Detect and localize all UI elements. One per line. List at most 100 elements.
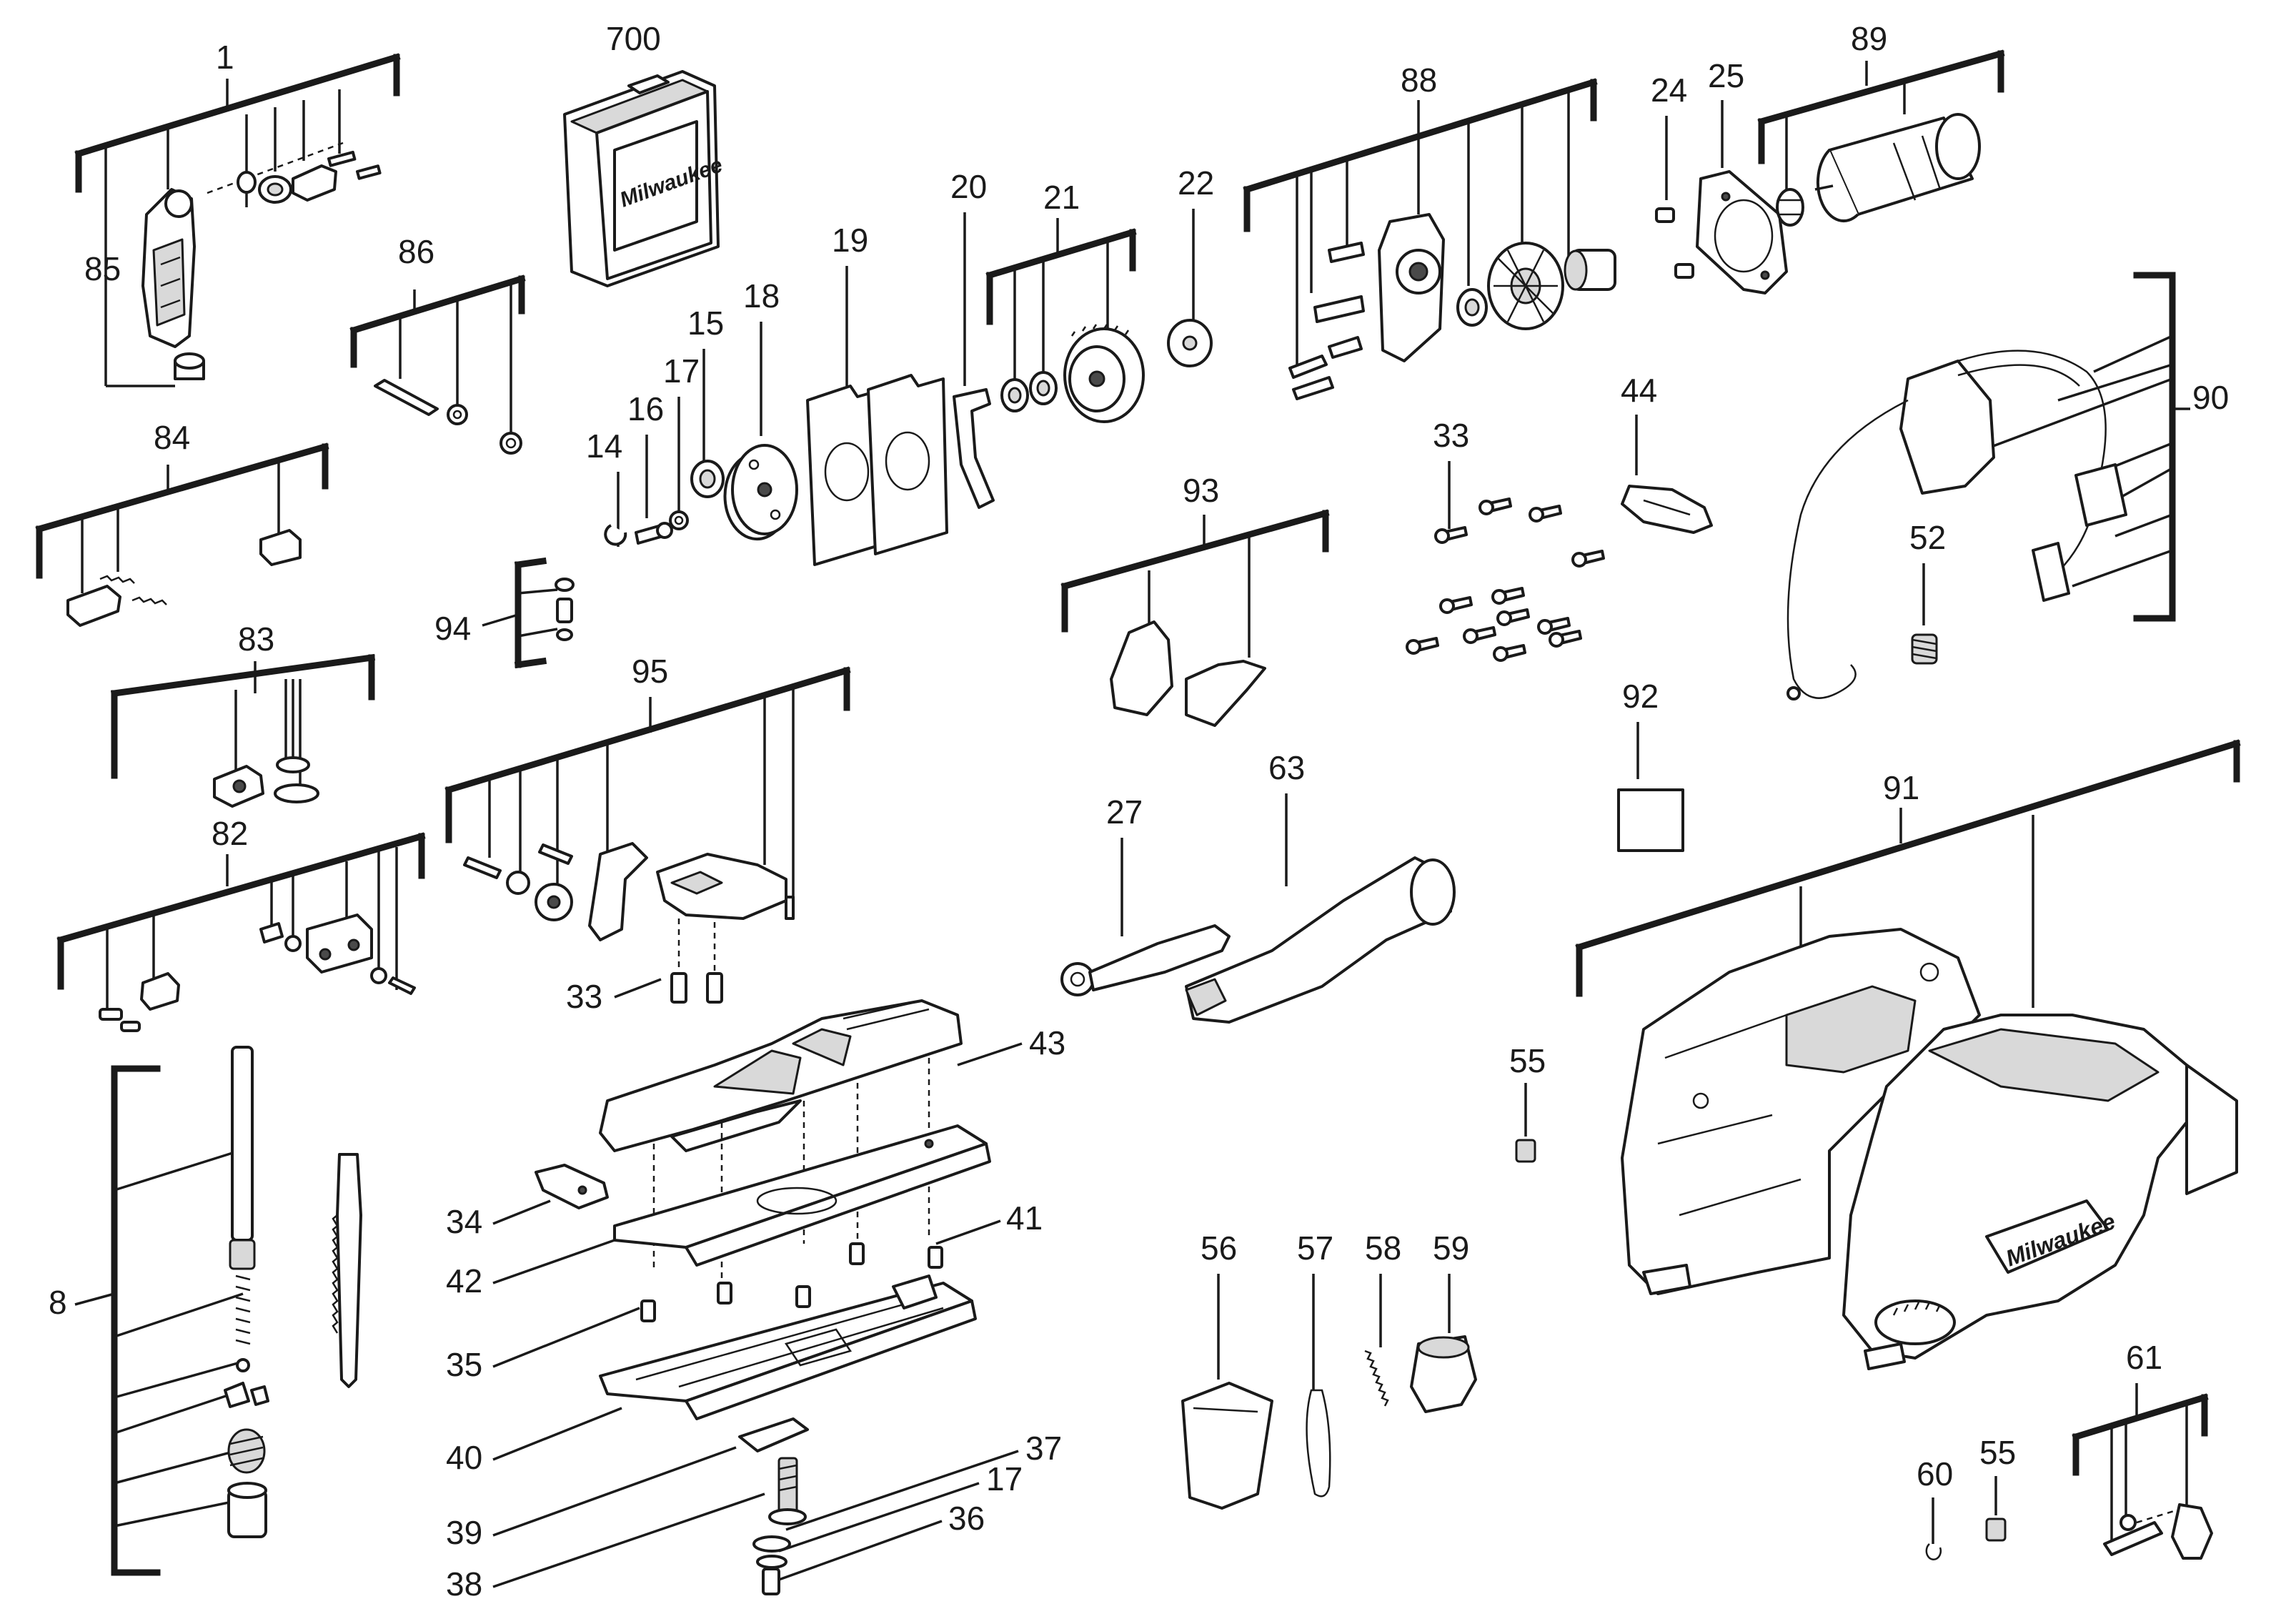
part-90-switch-wiring xyxy=(1786,350,2127,700)
part-15-bushing xyxy=(690,460,725,498)
callout-44: 44 xyxy=(1621,372,1657,409)
part-17-washer-bottom xyxy=(752,1535,791,1553)
callout-15: 15 xyxy=(687,304,724,342)
part-55-screw-left xyxy=(1515,1139,1536,1163)
callout-34: 34 xyxy=(446,1203,482,1240)
group-bracket-91 xyxy=(1575,739,2241,1008)
callout-85: 85 xyxy=(84,250,121,287)
group-bracket-8 xyxy=(74,1065,244,1576)
part-85-spacer xyxy=(174,352,205,380)
part-91-right-housing: Milwaukee xyxy=(1842,1014,2238,1370)
part-83-lever-washers xyxy=(213,756,319,808)
callout-35: 35 xyxy=(446,1346,482,1383)
part-57-wire-clip xyxy=(1306,1389,1331,1497)
part-18-counterweight-disc xyxy=(723,444,798,541)
part-42-shoe-plate xyxy=(613,1124,991,1267)
group-bracket-1 xyxy=(74,53,401,387)
part-89-motor xyxy=(1776,113,1981,227)
part-55-screw-right xyxy=(1985,1517,2007,1542)
callout-33-mid: 33 xyxy=(566,978,602,1015)
callout-82: 82 xyxy=(212,815,248,852)
callout-18: 18 xyxy=(743,277,780,315)
callout-700: 700 xyxy=(606,20,661,57)
callout-40: 40 xyxy=(446,1439,482,1476)
callout-84: 84 xyxy=(154,419,190,456)
callout-61: 61 xyxy=(2126,1339,2162,1376)
group-bracket-88 xyxy=(1243,78,1598,372)
callout-8: 8 xyxy=(49,1284,67,1321)
callout-89: 89 xyxy=(1851,20,1887,57)
part-85-blade-clamp-housing xyxy=(141,188,196,348)
part-16-screw xyxy=(635,522,673,545)
group-bracket-82 xyxy=(56,832,426,1015)
part-20-spring-clip xyxy=(953,388,995,509)
part-21-bearings-gear xyxy=(1000,324,1145,423)
part-82-roller-guide xyxy=(99,914,416,1032)
group-bracket-61 xyxy=(2072,1383,2209,1544)
callout-20: 20 xyxy=(950,168,987,205)
group-bracket-89 xyxy=(1757,49,2005,193)
part-84-plate-springs xyxy=(66,529,302,627)
group-bracket-84 xyxy=(35,442,329,593)
leader-lines xyxy=(492,100,1997,1588)
part-38-screw xyxy=(762,1568,780,1595)
part-58-spring xyxy=(1364,1350,1389,1407)
part-19-guide-plates xyxy=(806,374,948,566)
callout-27: 27 xyxy=(1106,793,1143,831)
part-33-screws-top xyxy=(1406,497,1605,662)
part-25-motor-plate xyxy=(1696,170,1788,294)
group-bracket-21 xyxy=(985,218,1137,386)
callout-labels: 1 700 85 86 84 83 82 94 95 14 16 17 15 1… xyxy=(49,20,2229,1603)
callout-91: 91 xyxy=(1883,769,1919,806)
callout-86: 86 xyxy=(398,233,434,270)
part-39-shoe-clamp xyxy=(738,1417,809,1452)
callout-83: 83 xyxy=(238,620,274,658)
callout-21: 21 xyxy=(1043,179,1080,216)
part-86-pin-washers xyxy=(374,379,522,455)
callout-93: 93 xyxy=(1183,472,1219,509)
callout-90: 90 xyxy=(2192,379,2229,416)
callout-22: 22 xyxy=(1178,164,1214,202)
part-14-retaining-ring xyxy=(604,524,627,546)
callout-37: 37 xyxy=(1025,1430,1062,1467)
callout-16: 16 xyxy=(627,390,664,427)
callout-17-bottom: 17 xyxy=(986,1460,1023,1497)
part-41-screws xyxy=(849,1242,943,1269)
part-saw-blade xyxy=(332,1153,362,1388)
part-93-blade-guard xyxy=(1110,620,1266,727)
callout-24: 24 xyxy=(1651,71,1687,109)
part-52-spring xyxy=(1911,633,1938,665)
callout-42: 42 xyxy=(446,1262,482,1299)
part-22-thrust-washer xyxy=(1167,319,1213,367)
part-63-dust-port xyxy=(1185,856,1456,1024)
callout-57: 57 xyxy=(1297,1229,1333,1267)
callout-1: 1 xyxy=(216,39,234,76)
callout-25: 25 xyxy=(1708,57,1744,94)
callout-39: 39 xyxy=(446,1514,482,1551)
part-36-washer xyxy=(756,1555,787,1569)
part-24-screws xyxy=(1655,207,1694,279)
part-27-hex-wrench xyxy=(1060,924,1231,996)
callout-59: 59 xyxy=(1433,1229,1469,1267)
callout-19: 19 xyxy=(832,222,868,259)
callout-52: 52 xyxy=(1909,519,1946,556)
callout-55-left: 55 xyxy=(1509,1042,1546,1079)
group-bracket-94 xyxy=(482,557,558,669)
part-44-switch-button xyxy=(1621,485,1713,534)
part-59-adjustment-knob xyxy=(1410,1335,1477,1413)
part-94-pin-washer xyxy=(555,578,575,641)
callout-94: 94 xyxy=(434,610,471,647)
part-95-roller-assembly xyxy=(463,842,795,972)
group-bracket-86 xyxy=(349,274,526,436)
callout-55-right: 55 xyxy=(1979,1434,2016,1471)
callout-41: 41 xyxy=(1006,1199,1043,1237)
group-bracket-95 xyxy=(444,666,851,901)
part-17-washer xyxy=(669,510,689,530)
callout-63: 63 xyxy=(1268,749,1305,786)
callout-60: 60 xyxy=(1917,1455,1953,1492)
part-91-left-housing xyxy=(1621,928,1981,1295)
callout-33-top: 33 xyxy=(1433,417,1469,454)
part-88-gearbox-assembly xyxy=(1288,213,1616,400)
group-bracket-93 xyxy=(1060,509,1330,658)
callout-36: 36 xyxy=(948,1500,985,1537)
